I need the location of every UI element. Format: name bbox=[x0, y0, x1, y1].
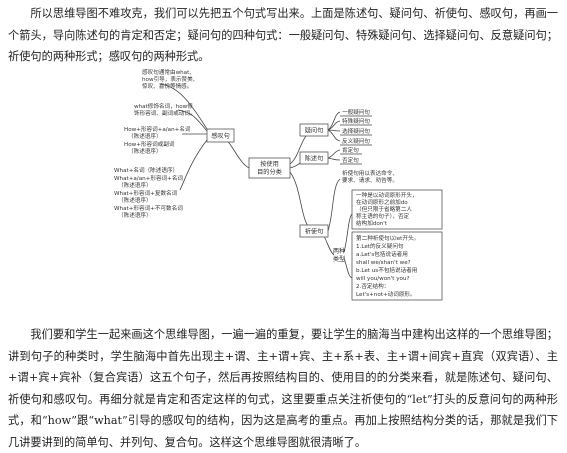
center-line-2: 目的分类 bbox=[257, 168, 282, 176]
svg-text:2.否定结构：: 2.否定结构： bbox=[356, 282, 389, 290]
svg-text:感叹句通常由what、: 感叹句通常由what、 bbox=[142, 68, 195, 76]
svg-text:一种是以动词原形开头，: 一种是以动词原形开头， bbox=[356, 191, 418, 199]
special-question: 特殊疑问句 bbox=[342, 117, 370, 125]
svg-text:shall we/shan't we?: shall we/shan't we? bbox=[356, 260, 411, 266]
declarative-items: 肯定句 否定句 bbox=[340, 146, 362, 165]
svg-text:第二种祈使句以let开头。: 第二种祈使句以let开头。 bbox=[356, 234, 419, 242]
body-paragraph: 我们要和学生一起来画这个思维导图，一遍一遍的重复，要让学生的脑海当中建构出这样的… bbox=[8, 328, 558, 449]
svg-text:How+形容词或副词: How+形容词或副词 bbox=[124, 140, 175, 148]
exclamative-note-1: 感叹句通常由what、 how引导，表示赞美、 惊叹、喜悦等情感。 bbox=[142, 68, 198, 90]
what-pattern-group: What+名词（陈述语序） What+a/an+形容词+名词 （陈述语序） Wh… bbox=[114, 166, 183, 219]
imperative-type-1: 一种是以动词原形开头， 在动词原形之前加do （但只限于省略第二人 称主语的句子… bbox=[356, 191, 418, 227]
interrogative-items: 一般疑问句 特殊疑问句 选择疑问句 反义疑问句 bbox=[340, 108, 372, 146]
negative-sentence: 否定句 bbox=[342, 156, 359, 164]
svg-text:how引导，表示赞美、: how引导，表示赞美、 bbox=[142, 75, 198, 83]
mind-map-connectors bbox=[159, 83, 353, 279]
svg-text:How+形容词+a/an+名词: How+形容词+a/an+名词 bbox=[124, 125, 191, 133]
svg-text:（陈述语序）: （陈述语序） bbox=[118, 211, 152, 219]
declarative-label: 陈述句 bbox=[305, 155, 324, 163]
svg-text:饰形容词、副词或动词。: 饰形容词、副词或动词。 bbox=[134, 109, 196, 117]
svg-text:What+名词（陈述语序）: What+名词（陈述语序） bbox=[114, 166, 178, 174]
imperative-note: 祈使句用以表达命令、 要求、请求、劝告等。 bbox=[342, 169, 398, 184]
svg-text:类型: 类型 bbox=[333, 255, 345, 263]
svg-text:要求、请求、劝告等。: 要求、请求、劝告等。 bbox=[342, 176, 398, 184]
svg-text:（陈述语序）: （陈述语序） bbox=[118, 181, 152, 189]
svg-text:惊叹、喜悦等情感。: 惊叹、喜悦等情感。 bbox=[142, 82, 192, 90]
svg-text:两种: 两种 bbox=[333, 247, 345, 255]
exclamative-label: 感叹句 bbox=[211, 132, 230, 140]
svg-text:what修饰名词，how修: what修饰名词，how修 bbox=[134, 102, 193, 110]
svg-text:结构加don't: 结构加don't bbox=[356, 219, 388, 227]
imperative-type-1-box bbox=[351, 189, 443, 230]
svg-text:What+形容词+复数名词: What+形容词+复数名词 bbox=[114, 189, 178, 197]
intro-paragraph: 所以思维导图不难攻克，我们可以先把五个句式写出来。上面是陈述句、疑问句、祈使句、… bbox=[8, 7, 558, 63]
svg-text:（但只限于省略第二人: （但只限于省略第二人 bbox=[356, 205, 412, 213]
imperative-label: 祈使句 bbox=[305, 228, 324, 236]
how-pattern-group: How+形容词+a/an+名词 （陈述语序） How+形容词或副词 （陈述语序） bbox=[124, 125, 191, 155]
svg-text:（陈述语序）: （陈述语序） bbox=[118, 196, 152, 204]
declarative-node bbox=[299, 151, 329, 165]
svg-text:（陈述语序）: （陈述语序） bbox=[128, 147, 162, 155]
imperative-types-label: 两种 类型 bbox=[333, 247, 345, 263]
exclamative-note-2: what修饰名词，how修 饰形容词、副词或动词。 bbox=[134, 102, 196, 117]
exclamative-node bbox=[206, 128, 235, 143]
svg-text:will you/won't you?: will you/won't you? bbox=[356, 276, 410, 282]
svg-text:祈使句用以表达命令、: 祈使句用以表达命令、 bbox=[342, 169, 398, 177]
general-question: 一般疑问句 bbox=[342, 108, 370, 116]
svg-text:在动词原形之前加do: 在动词原形之前加do bbox=[356, 198, 408, 206]
svg-text:1.Let的反义疑问句: 1.Let的反义疑问句 bbox=[356, 242, 404, 250]
interrogative-node bbox=[299, 123, 329, 137]
sentence-type-mind-map: 按使用 目的分类 感叹句 感叹句通常由what、 how引导，表示赞美、 惊叹、… bbox=[114, 68, 443, 301]
svg-text:b.Let us不包括说话者用: b.Let us不包括说话者用 bbox=[356, 266, 417, 274]
imperative-type-2-box bbox=[351, 231, 443, 301]
affirmative-sentence: 肯定句 bbox=[342, 146, 359, 154]
center-line-1: 按使用 bbox=[260, 160, 279, 168]
svg-text:What+a/an+形容词+名词: What+a/an+形容词+名词 bbox=[114, 174, 183, 182]
svg-text:Let's+not+动词原形。: Let's+not+动词原形。 bbox=[356, 290, 416, 298]
center-node bbox=[248, 157, 291, 179]
imperative-type-2: 第二种祈使句以let开头。 1.Let的反义疑问句 a.Let's包括说话者用 … bbox=[356, 234, 419, 298]
svg-text:（陈述语序）: （陈述语序） bbox=[128, 132, 162, 140]
svg-text:称主语的句子），否定: 称主语的句子），否定 bbox=[356, 212, 410, 220]
svg-text:What+形容词+不可数名词: What+形容词+不可数名词 bbox=[114, 204, 183, 212]
interrogative-label: 疑问句 bbox=[305, 127, 324, 135]
imperative-node bbox=[299, 224, 329, 238]
tag-question: 反义疑问句 bbox=[342, 137, 370, 145]
alternative-question: 选择疑问句 bbox=[342, 127, 370, 135]
svg-text:a.Let's包括说话者用: a.Let's包括说话者用 bbox=[356, 250, 408, 258]
